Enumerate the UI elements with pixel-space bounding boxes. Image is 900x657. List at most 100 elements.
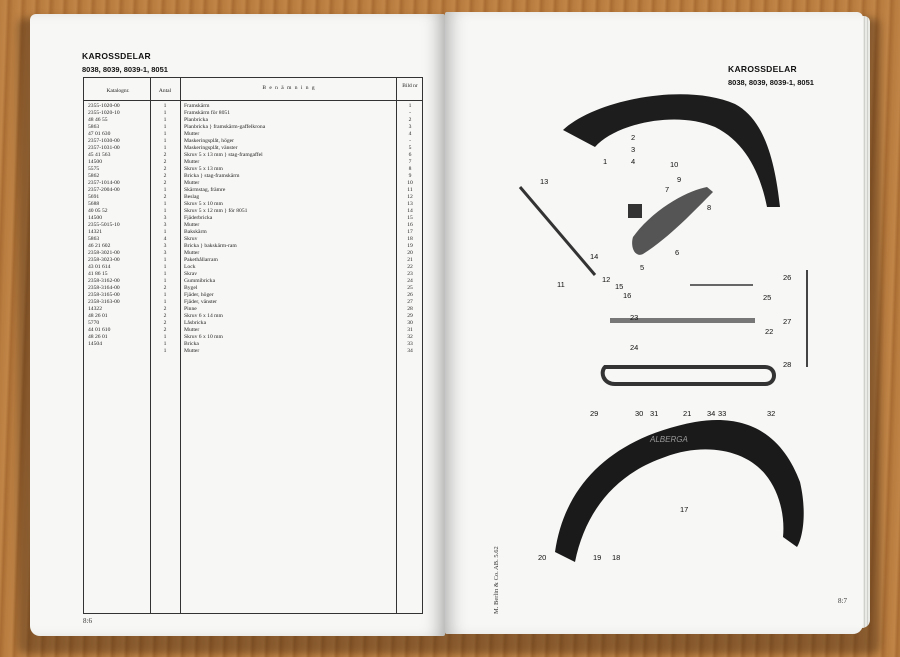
row-figure-number: 1 [408, 103, 412, 109]
row-catalog-number: 2358-3162-00 [88, 278, 120, 284]
callout-22: 22 [765, 327, 773, 336]
table-header-fig: Bild nr [402, 83, 418, 89]
table-column-divider [180, 78, 181, 613]
row-catalog-number: 40 05 52 [88, 208, 108, 214]
row-figure-number: 3 [408, 124, 412, 130]
row-catalog-number: 45 41 563 [88, 152, 111, 158]
callout-26: 26 [783, 273, 791, 282]
row-part-name: Bygel [184, 285, 198, 291]
row-part-name: Lock [184, 264, 196, 270]
row-quantity: 1 [163, 278, 167, 284]
row-figure-number: 34 [407, 348, 413, 354]
row-figure-number: 33 [407, 341, 413, 347]
row-part-name: Bricka } stag-framskärm [184, 173, 240, 179]
right-page-number: 8:7 [838, 597, 847, 605]
row-part-name: Gummibricka [184, 278, 216, 284]
callout-2: 2 [631, 133, 635, 142]
callout-7: 7 [665, 185, 669, 194]
row-part-name: Fjäderbricka [184, 215, 213, 221]
row-part-name: Pakethållarram [184, 257, 218, 263]
row-quantity: 3 [163, 243, 167, 249]
row-quantity: 2 [163, 180, 167, 186]
parts-table: Katalognr. Antal B e n ä m n i n g Bild … [83, 77, 423, 614]
front-fender [563, 94, 780, 207]
callout-28: 28 [783, 360, 791, 369]
row-catalog-number: 47 01 630 [88, 131, 111, 137]
table-header-catalog: Katalognr. [106, 88, 130, 94]
callout-19: 19 [593, 553, 601, 562]
row-quantity: 1 [163, 208, 167, 214]
row-catalog-number: 2357-1031-00 [88, 145, 120, 151]
callout-33: 33 [718, 409, 726, 418]
row-part-name: Skruv [184, 236, 198, 242]
row-quantity: 1 [163, 271, 167, 277]
row-figure-number: - [409, 138, 411, 144]
callout-25: 25 [763, 293, 771, 302]
row-figure-number: 27 [407, 299, 413, 305]
row-quantity: 1 [163, 124, 167, 130]
row-part-name: Maskeringsplåt, höger [184, 138, 235, 144]
row-catalog-number: 46 21 602 [88, 243, 111, 249]
row-part-name: Planbricka [184, 117, 208, 123]
row-quantity: 1 [163, 348, 167, 354]
row-part-name: Låsbricka [184, 320, 207, 326]
row-catalog-number: 5862 [88, 173, 100, 179]
row-catalog-number: 2357-1030-00 [88, 138, 120, 144]
row-catalog-number: 2355-1020-10 [88, 110, 120, 116]
row-quantity: 1 [163, 187, 167, 193]
row-figure-number: 32 [407, 334, 413, 340]
row-catalog-number: 14321 [88, 229, 102, 235]
row-figure-number: 7 [408, 159, 412, 165]
row-figure-number: 20 [407, 250, 413, 256]
row-catalog-number: 14504 [88, 341, 102, 347]
row-catalog-number: 2357-2004-00 [88, 187, 120, 193]
row-quantity: 1 [163, 229, 167, 235]
row-figure-number: 29 [407, 313, 413, 319]
callout-30: 30 [635, 409, 643, 418]
table-header-name: B e n ä m n i n g [262, 85, 316, 91]
callout-12: 12 [602, 275, 610, 284]
callout-3: 3 [631, 145, 635, 154]
row-quantity: 2 [163, 159, 167, 165]
callout-16: 16 [623, 291, 631, 300]
callout-5: 5 [640, 263, 644, 272]
callout-34: 34 [707, 409, 715, 418]
row-quantity: 2 [163, 320, 167, 326]
row-catalog-number: 14500 [88, 215, 102, 221]
row-part-name: Bakskärm [184, 229, 207, 235]
row-part-name: Mutter [184, 131, 200, 137]
row-part-name: Beslag [184, 194, 200, 200]
right-page-models: 8038, 8039, 8039-1, 8051 [728, 78, 814, 87]
row-catalog-number: 2358-3021-00 [88, 250, 120, 256]
callout-1: 1 [603, 157, 607, 166]
row-part-name: Maskeringsplåt, vänster [184, 145, 238, 151]
row-part-name: Skärmstag, främre [184, 187, 226, 193]
row-figure-number: 28 [407, 306, 413, 312]
row-figure-number: 2 [408, 117, 412, 123]
row-catalog-number: 48 26 01 [88, 313, 108, 319]
fender-stay [518, 186, 597, 276]
row-catalog-number: 5863 [88, 236, 100, 242]
row-figure-number: 13 [407, 201, 413, 207]
row-part-name: Mutter [184, 348, 200, 354]
row-part-name: Pinne [184, 306, 197, 312]
row-quantity: 1 [163, 138, 167, 144]
row-quantity: 1 [163, 110, 167, 116]
row-figure-number: 6 [408, 152, 412, 158]
row-quantity: 1 [163, 264, 167, 270]
row-quantity: 2 [163, 194, 167, 200]
table-header-divider [84, 100, 422, 101]
callout-14: 14 [590, 252, 598, 261]
row-part-name: Skruv 5 x 12 mm } för 8051 [184, 208, 248, 214]
row-figure-number: 10 [407, 180, 413, 186]
callout-4: 4 [631, 157, 635, 166]
row-figure-number: 5 [408, 145, 412, 151]
row-quantity: 1 [163, 117, 167, 123]
row-catalog-number: 43 01 614 [88, 264, 111, 270]
row-figure-number: - [409, 110, 411, 116]
row-part-name: Bricka [184, 341, 199, 347]
row-figure-number: 25 [407, 285, 413, 291]
row-figure-number: 30 [407, 320, 413, 326]
rack-rod [610, 318, 755, 323]
row-catalog-number: 2357-1014-00 [88, 180, 120, 186]
